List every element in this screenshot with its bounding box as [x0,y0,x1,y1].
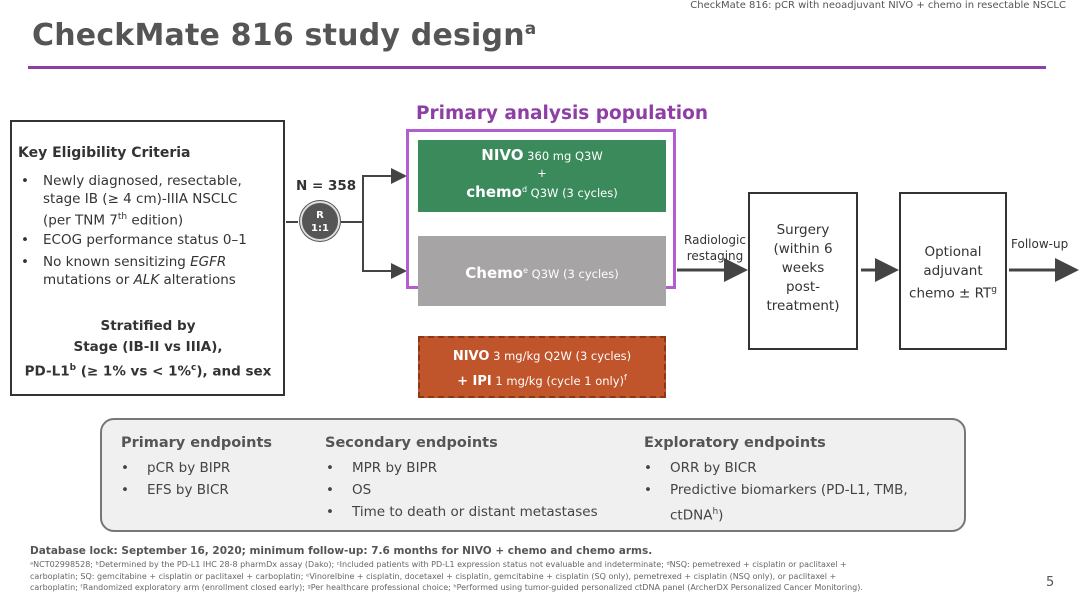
eligibility-bullet-1: • Newly diagnosed, resectable, stage IB … [21,172,242,230]
page-number: 5 [1046,575,1055,590]
randomization-ratio: 1:1 [311,223,329,234]
bullet-dot: • [21,232,29,248]
eligibility-bullet-1-line-1: Newly diagnosed, resectable, [43,173,242,189]
stratification-title: Stratified by [100,318,196,334]
nivo-arm-line-3: chemod Q3W (3 cycles) [466,182,618,201]
primary-population-label: Primary analysis population [416,103,709,124]
eligibility-box [10,120,285,396]
eligibility-bullet-3: • No known sensitizing EGFR mutations or… [21,253,236,289]
nivo-arm-line-2: + [537,166,547,180]
nivo-chemo-arm: NIVO 360 mg Q3W + chemod Q3W (3 cycles) [418,140,666,212]
bullet-dot: • [21,254,29,270]
title-text: CheckMate 816 study design [32,18,525,53]
database-lock-note: Database lock: September 16, 2020; minim… [30,545,653,557]
stratification: Stratified by Stage (IB-II vs IIIA), PD-… [12,316,284,383]
secondary-endpoints-title: Secondary endpoints [325,435,498,451]
exploratory-endpoint-item-cont: ctDNAh) [670,507,724,524]
secondary-endpoint-item: •Time to death or distant metastases [326,504,598,520]
randomization-r: R [316,210,324,221]
bullet-dot: • [21,173,29,189]
stratification-line-1: Stage (IB-II vs IIIA), [73,339,223,355]
secondary-endpoints-list: •MPR by BIPR •OS •Time to death or dista… [326,457,598,523]
exploratory-endpoint-item: •Predictive biomarkers (PD-L1, TMB, [644,482,908,498]
exploratory-endpoints-title: Exploratory endpoints [644,435,826,451]
arrow-to-chemo-arm [362,222,407,279]
eligibility-bullet-1-line-3: (per TNM 7th edition) [43,212,184,229]
secondary-endpoint-item: •OS [326,482,372,498]
footnotes: ᵃNCT02998528; ᵇDetermined by the PD-L1 I… [30,559,1010,594]
exploratory-endpoints-list: •ORR by BICR •Predictive biomarkers (PD-… [644,457,908,527]
endpoints-box [100,418,966,532]
nivo-arm-line-1: NIVO 360 mg Q3W [481,146,603,164]
exploratory-arm: NIVO 3 mg/kg Q2W (3 cycles) + IPI 1 mg/k… [418,336,666,398]
secondary-endpoint-item: •MPR by BIPR [326,460,438,476]
eligibility-bullet-2: • ECOG performance status 0–1 [21,231,247,249]
footnote-line-3: carboplatin; ᶠRandomized exploratory arm… [30,583,863,592]
primary-endpoints-title: Primary endpoints [121,435,273,451]
sample-size: N = 358 [296,178,357,194]
randomization-circle: R 1:1 [300,201,340,241]
primary-endpoint-item: •pCR by BIPR [121,460,231,476]
page-title: CheckMate 816 study designa [32,18,536,53]
primary-endpoint-item: •EFS by BICR [121,482,229,498]
exploratory-arm-line-2: + IPI 1 mg/kg (cycle 1 only)f [457,373,627,389]
header-note: CheckMate 816: pCR with neoadjuvant NIVO… [690,0,1066,11]
eligibility-title: Key Eligibility Criteria [18,145,191,161]
exploratory-arm-line-1: NIVO 3 mg/kg Q2W (3 cycles) [452,349,632,364]
title-rule [28,66,1046,69]
exploratory-endpoint-item: •ORR by BICR [644,460,757,476]
eligibility-bullet-3-line-1: No known sensitizing EGFR [43,254,227,270]
eligibility-bullet-2-text: ECOG performance status 0–1 [43,232,247,248]
eligibility-bullet-1-line-2: stage IB (≥ 4 cm)-IIIA NSCLC [43,191,238,207]
chemo-arm: Chemoe Q3W (3 cycles) [418,236,666,306]
eligibility-bullet-3-line-2: mutations or ALK alterations [43,272,236,288]
footnote-line-2: carboplatin; SQ: gemcitabine + cisplatin… [30,571,837,581]
follow-up-label: Follow-up [1011,237,1069,251]
stratification-line-2: PD-L1b (≥ 1% vs < 1%c), and sex [24,363,272,380]
footnote-line-1: ᵃNCT02998528; ᵇDetermined by the PD-L1 I… [30,560,847,569]
arrow-to-nivo-arm [362,168,407,222]
primary-endpoints-list: •pCR by BIPR •EFS by BICR [121,457,231,501]
title-superscript: a [524,19,537,39]
